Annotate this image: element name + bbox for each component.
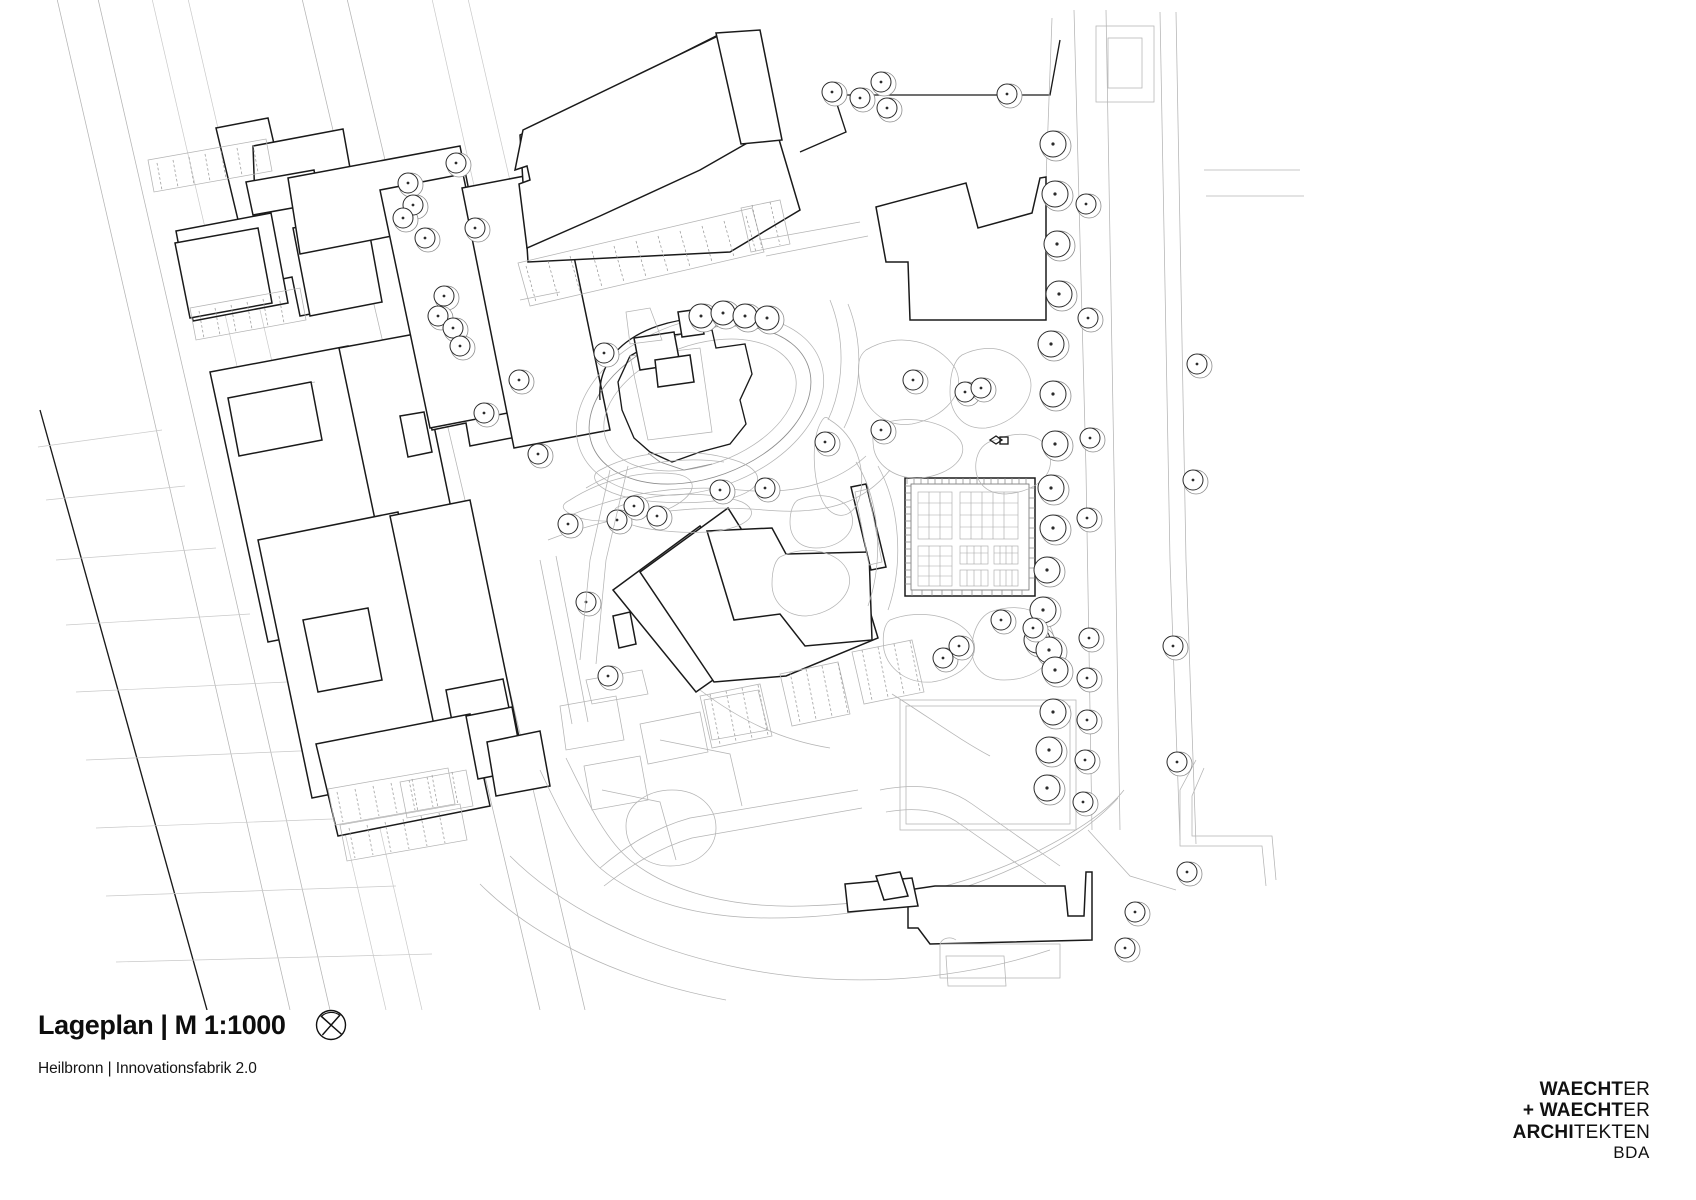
page-title: Lageplan | M 1:1000: [38, 1010, 286, 1040]
tree-row-west-street: [392, 152, 624, 691]
logo-line-2-rest: ER: [1623, 1100, 1650, 1122]
tree-group-plaza: [606, 300, 1049, 673]
building-block-west-lower: [257, 499, 551, 837]
parking-field-north: [517, 199, 791, 307]
parking-field-sw-2: [339, 803, 468, 862]
tree-row-boulevard-inner: [1023, 130, 1078, 806]
parking-field-nw-1: [147, 138, 273, 193]
parking-field-south-1: [699, 683, 773, 749]
parking-field-south-2: [779, 661, 851, 727]
parking-field-nw-2: [189, 287, 307, 341]
building-grid-hall: [904, 477, 1036, 597]
tree-group-north: [821, 71, 1023, 123]
parking-field-sw-3: [399, 769, 474, 819]
building-east-L: [875, 176, 1047, 321]
site-plan-drawing: [37, 0, 1304, 1010]
lawn-southeast: [899, 699, 1077, 831]
logo-line-4: BDA: [1613, 1142, 1650, 1162]
building-north-hall: [514, 29, 801, 263]
buildings-southeast: [844, 871, 1093, 987]
tree-row-far-east: [1114, 353, 1213, 963]
logo-line-1-bold: WAECHT: [1539, 1079, 1624, 1101]
logo-line-2-bold: + WAECHT: [1522, 1100, 1624, 1122]
site-furniture-marks: [988, 435, 1009, 445]
site-plan-svg: [37, 0, 1304, 1010]
roads-south: [479, 669, 1125, 1001]
logo-line-3-rest: TEKTEN: [1573, 1121, 1650, 1143]
title-block: Lageplan | M 1:1000 Heilbronn | Innovati…: [38, 1005, 738, 1125]
logo-line-2: + WAECHTER: [1390, 1100, 1650, 1121]
logo-line-1-rest: ER: [1623, 1079, 1650, 1101]
north-arrow-compass-rose-icon: [314, 1008, 348, 1042]
context-lines: [519, 221, 869, 725]
title-row: Lageplan | M 1:1000: [38, 1005, 738, 1045]
parking-field-south-3: [851, 639, 925, 705]
logo-line-3-bold: ARCHI: [1512, 1121, 1574, 1143]
building-south-L: [611, 483, 887, 694]
logo-line-1: WAECHTER: [1390, 1079, 1650, 1100]
logo-line-3: ARCHITEKTEN: [1390, 1122, 1650, 1143]
project-subtitle: Heilbronn | Innovationsfabrik 2.0: [38, 1060, 257, 1077]
office-logo: WAECHTER + WAECHTER ARCHITEKTEN BDA: [1390, 1079, 1650, 1162]
tree-row-boulevard-outer: [1072, 193, 1106, 817]
parking-field-sw-1: [327, 767, 456, 826]
